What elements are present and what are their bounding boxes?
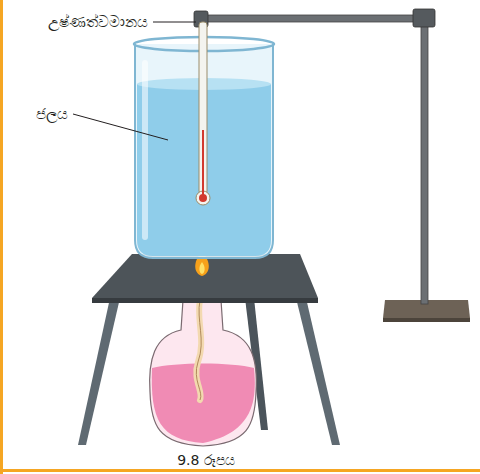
figure-caption: 9.8 රූපය: [177, 452, 235, 469]
leader-line: [153, 22, 196, 23]
stand-rod: [421, 12, 428, 304]
lamp-wick: [196, 300, 201, 400]
clamp-boss: [413, 9, 435, 27]
tripod-leg: [296, 298, 340, 445]
part-label: ජලය: [34, 105, 70, 123]
leader-line: [73, 114, 168, 140]
stand-base-edge: [383, 318, 470, 322]
tripod-leg: [78, 298, 120, 445]
thermometer-column: [202, 130, 204, 196]
part-label: උෂ්ණත්වමානය: [46, 13, 150, 31]
lamp-wick-edge: [196, 300, 201, 400]
lamp-bottle: [150, 300, 257, 446]
flame-core: [199, 262, 204, 274]
page-edge: [0, 469, 480, 472]
glass-highlight: [142, 60, 148, 240]
page-edge: [0, 0, 3, 474]
tripod-plate-edge: [92, 298, 318, 303]
clamp-arm: [205, 15, 423, 22]
lamp-fuel: [152, 364, 255, 444]
